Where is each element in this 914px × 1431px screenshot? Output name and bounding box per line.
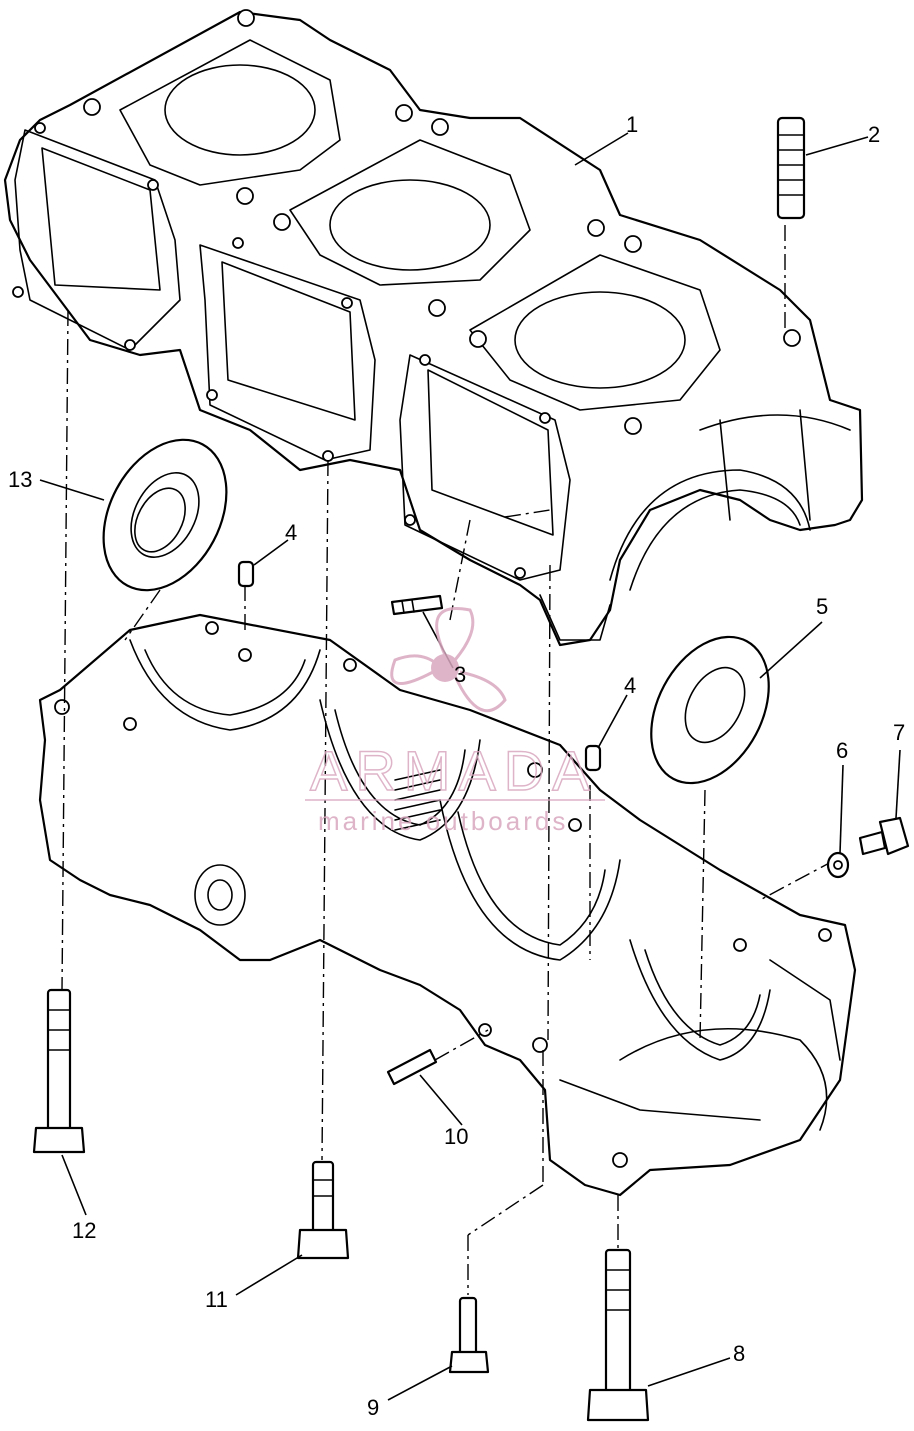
bolt-part-7 xyxy=(858,816,910,856)
bolt-part-9 xyxy=(448,1296,490,1374)
callout-3: 3 xyxy=(454,662,466,687)
callout-6: 6 xyxy=(836,738,848,763)
callout-8: 8 xyxy=(733,1341,745,1366)
pin-part-3 xyxy=(390,594,444,616)
watermark: ARMADA marine outboards xyxy=(305,607,605,836)
callout-4-lower: 4 xyxy=(624,673,636,698)
callout-2: 2 xyxy=(868,122,880,147)
callout-5: 5 xyxy=(816,594,828,619)
upper-crankcase xyxy=(3,9,864,647)
callout-labels: 1 2 3 4 4 5 6 7 8 9 10 11 12 13 xyxy=(8,112,905,1420)
bolt-part-12 xyxy=(32,988,86,1154)
watermark-tagline: marine outboards xyxy=(318,806,568,836)
bolt-part-11 xyxy=(296,1160,350,1260)
callout-4-upper: 4 xyxy=(285,520,297,545)
dowel-pin-part-4-upper xyxy=(237,560,255,588)
alignment-lines xyxy=(61,225,836,1295)
watermark-brand: ARMADA xyxy=(310,739,598,802)
oil-seal-part-13 xyxy=(102,438,228,592)
oil-seal-part-5 xyxy=(650,635,770,785)
callout-11: 11 xyxy=(205,1287,228,1312)
callout-9: 9 xyxy=(367,1395,379,1420)
bolt-part-8 xyxy=(586,1248,650,1422)
pin-part-10 xyxy=(386,1048,438,1086)
propeller-logo-icon xyxy=(390,607,507,713)
callout-13: 13 xyxy=(8,467,32,492)
lower-crankcase xyxy=(38,613,857,1197)
callout-1: 1 xyxy=(626,112,638,137)
callout-7: 7 xyxy=(893,720,905,745)
callout-10: 10 xyxy=(444,1124,468,1149)
stud-part-2 xyxy=(776,116,806,220)
washer-part-6 xyxy=(826,851,850,879)
dowel-pin-part-4-lower xyxy=(584,744,602,772)
callout-12: 12 xyxy=(72,1218,96,1243)
